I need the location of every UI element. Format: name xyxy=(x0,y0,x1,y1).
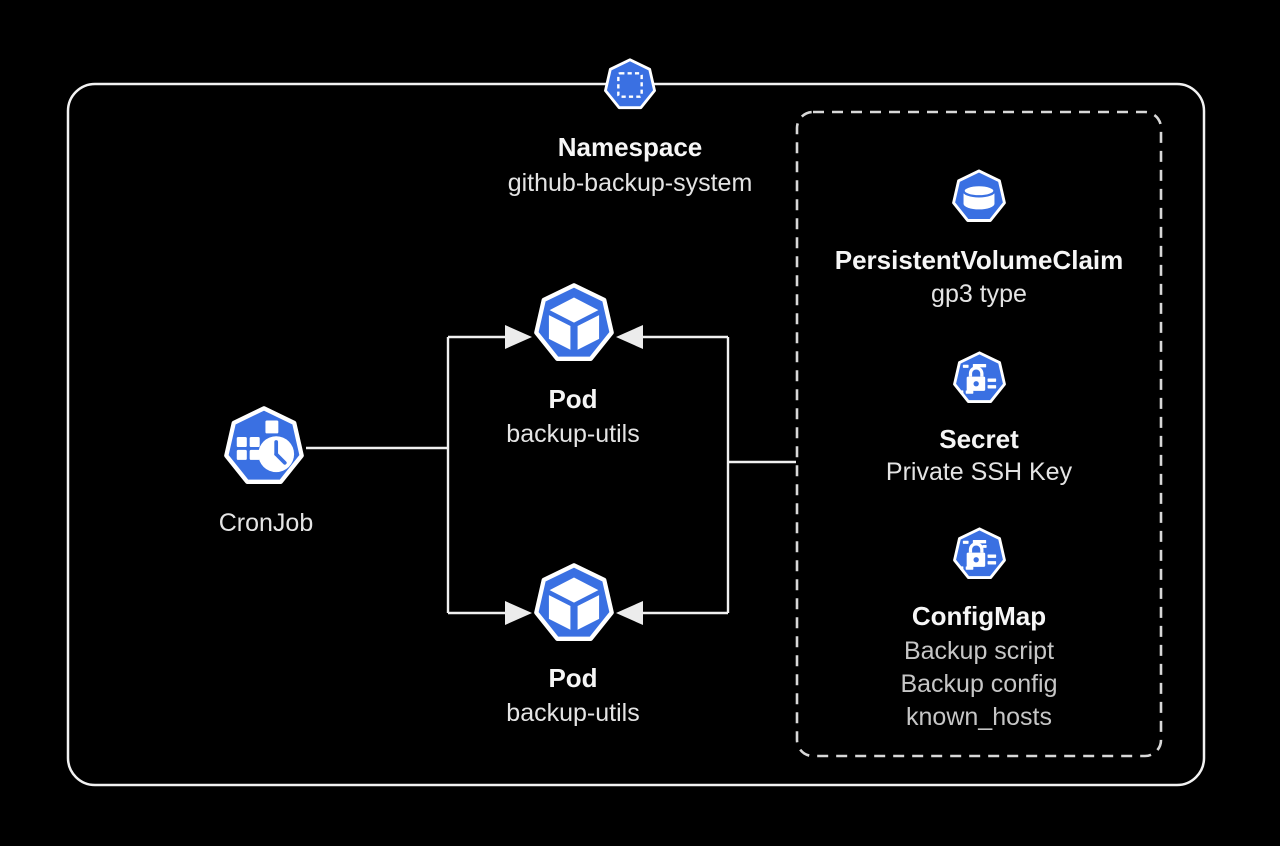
pod-top-kind-label: Pod xyxy=(548,384,598,414)
cronjob-label: CronJob xyxy=(218,509,314,537)
cube-icon xyxy=(548,577,600,630)
pod-top-icon xyxy=(531,281,617,367)
configmap-kind-label: ConfigMap xyxy=(911,601,1047,631)
secret-icon xyxy=(953,351,1006,404)
namespace-name-label: github-backup-system xyxy=(507,169,753,197)
secret-kind-label: Secret xyxy=(939,424,1019,454)
pod-bottom-name-label: backup-utils xyxy=(506,699,640,727)
arrowheads xyxy=(505,325,643,625)
cronjob-icon xyxy=(221,404,307,490)
cube-icon xyxy=(548,297,600,350)
disk-icon xyxy=(962,183,996,210)
arrowhead-pod-bottom-left xyxy=(505,601,532,625)
pvc-icon xyxy=(952,169,1006,222)
pod-bottom-icon xyxy=(531,561,617,647)
configmap-item-label: known_hosts xyxy=(906,703,1052,731)
configmap-item-label: Backup config xyxy=(900,670,1058,698)
pvc-detail-label: gp3 type xyxy=(931,280,1027,308)
configmap-item-label: Backup script xyxy=(903,637,1055,665)
arrowhead-pod-top-left xyxy=(505,325,532,349)
resources-to-pods-connector xyxy=(642,335,796,615)
pvc-kind-label: PersistentVolumeClaim xyxy=(834,245,1124,275)
arrowhead-pod-top-right xyxy=(616,325,643,349)
arrowhead-pod-bottom-right xyxy=(616,601,643,625)
namespace-icon xyxy=(604,58,656,110)
configmap-icon xyxy=(953,527,1006,580)
pod-top-name-label: backup-utils xyxy=(506,420,640,448)
resources-group-boundary xyxy=(795,110,1163,758)
secret-detail-label: Private SSH Key xyxy=(885,458,1073,486)
namespace-kind-label: Namespace xyxy=(557,132,703,162)
pod-bottom-kind-label: Pod xyxy=(548,663,598,693)
cronjob-to-pods-connector xyxy=(306,335,506,615)
